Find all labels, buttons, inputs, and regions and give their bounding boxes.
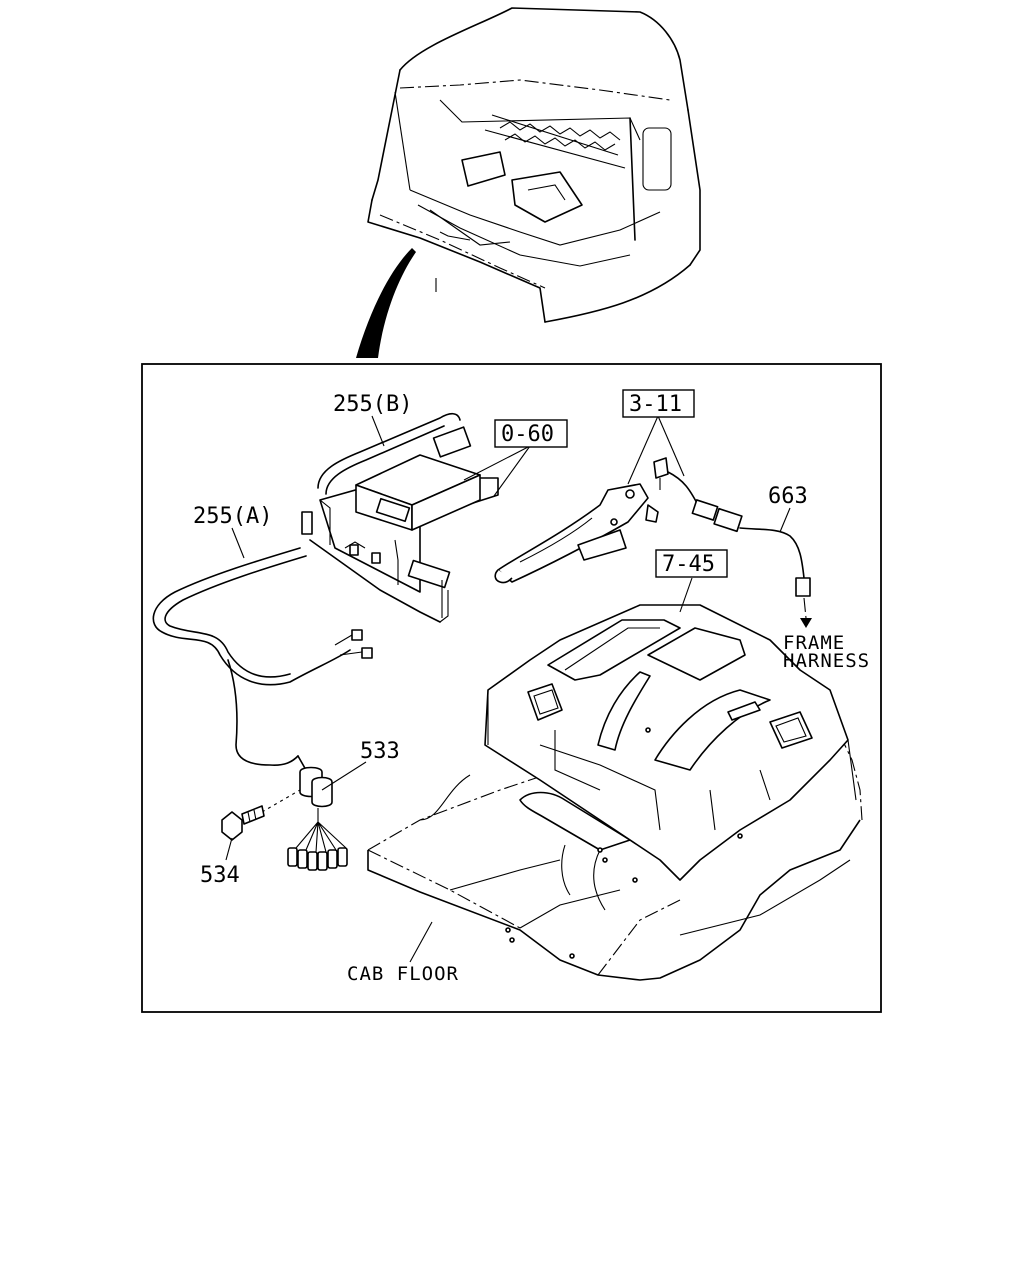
callout-3-11: 3-11: [629, 392, 682, 417]
detail-frame: [141, 363, 882, 1013]
harness-255a: [152, 539, 441, 766]
label-frame-harness-line2: HARNESS: [783, 650, 870, 672]
callout-534: 534: [200, 863, 240, 888]
connector-533: [261, 755, 348, 871]
ref-box-0-60: [494, 419, 568, 448]
parking-brake-lever: [494, 457, 812, 628]
callout-7-45: 7-45: [662, 552, 715, 577]
callout-255a: 255(A): [193, 504, 272, 529]
ref-box-7-45: [655, 549, 728, 578]
ecu-bracket-assembly: [301, 412, 499, 623]
cab-overview-illustration: [356, 7, 701, 358]
leader-lines: [225, 415, 791, 963]
ref-box-3-11: [622, 389, 695, 418]
bolt-534: [221, 805, 265, 841]
label-frame-harness-line1: FRAME: [783, 632, 845, 654]
callout-533: 533: [360, 739, 400, 764]
label-cab-floor: CAB FLOOR: [347, 963, 459, 985]
callout-0-60: 0-60: [501, 422, 554, 447]
callout-255b: 255(B): [333, 392, 412, 417]
cab-floor-console: [367, 604, 863, 981]
callout-663: 663: [768, 484, 808, 509]
